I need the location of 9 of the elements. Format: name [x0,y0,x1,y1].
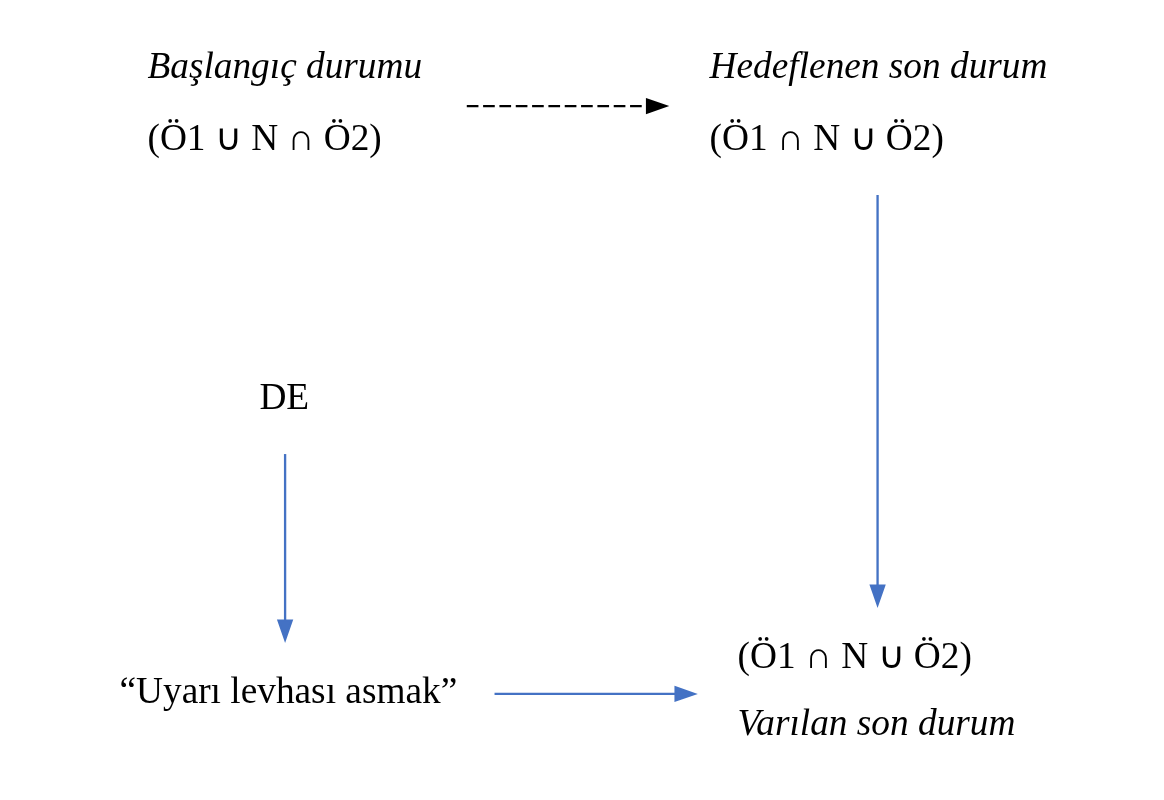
node-text: “Uyarı levhası asmak” [118,669,457,711]
node-text: (Ö1 ∩ N ∪ Ö2) Varılan son durum [737,634,1015,744]
arrow [868,195,886,608]
node-text: Hedeflenen son durum (Ö1 ∩ N ∪ Ö2) [709,44,1047,158]
node-text: DE [258,375,309,417]
arrow [466,97,669,115]
node-text: Başlangıç durumu (Ö1 ∪ N ∩ Ö2) [146,44,422,158]
arrow [276,454,293,643]
arrow [494,685,698,703]
